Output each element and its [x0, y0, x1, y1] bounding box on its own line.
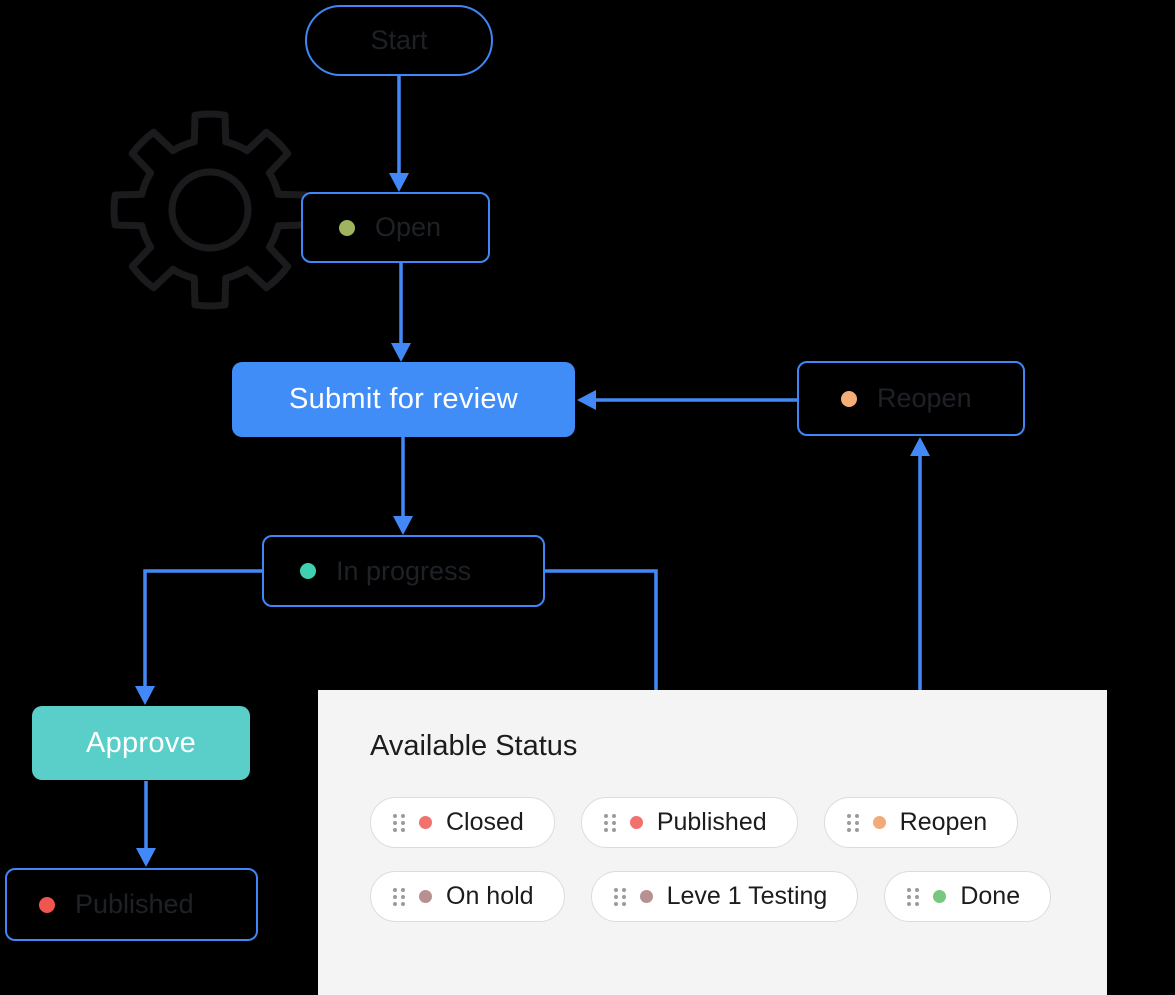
status-dot	[933, 890, 947, 903]
drag-handle-icon[interactable]	[393, 813, 405, 832]
chip-label: Published	[656, 808, 767, 836]
node-in-progress[interactable]: In progress	[262, 535, 545, 607]
drag-handle-icon[interactable]	[846, 813, 859, 832]
drag-handle-icon[interactable]	[907, 887, 920, 906]
drag-handle-icon[interactable]	[393, 887, 405, 906]
node-label: Approve	[85, 726, 197, 759]
node-published[interactable]: Published	[5, 868, 258, 941]
drag-handle-icon[interactable]	[613, 887, 626, 906]
status-dot	[419, 890, 432, 903]
status-dot	[841, 390, 857, 407]
panel-title: Available Status	[370, 730, 578, 762]
status-dot	[419, 816, 432, 829]
node-label: Published	[75, 889, 194, 919]
node-label: Open	[375, 212, 442, 242]
chip-label: On hold	[446, 882, 534, 910]
node-approve[interactable]: Approve	[32, 706, 250, 780]
node-reopen[interactable]: Reopen	[797, 361, 1025, 436]
chip-label: Reopen	[899, 808, 988, 836]
status-chip-reopen[interactable]: Reopen	[823, 797, 1019, 848]
drag-handle-icon[interactable]	[603, 813, 616, 832]
status-chip-closed[interactable]: Closed	[370, 797, 555, 848]
node-label: In progress	[336, 555, 472, 586]
status-chip-published[interactable]: Published	[580, 797, 798, 848]
chip-row: On hold Leve 1 Testing Done	[370, 871, 1107, 922]
available-status-panel: Available Status Closed Published Reopen	[318, 690, 1107, 995]
status-dot	[39, 896, 55, 913]
node-label: Reopen	[877, 383, 972, 413]
node-open[interactable]: Open	[301, 192, 490, 263]
chip-label: Done	[960, 882, 1021, 910]
status-dot	[629, 816, 643, 829]
node-label: Start	[370, 25, 428, 55]
status-dot	[639, 890, 653, 903]
status-chip-on-hold[interactable]: On hold	[370, 871, 565, 922]
node-label: Submit for review	[288, 383, 519, 415]
node-start[interactable]: Start	[305, 5, 493, 76]
chip-label: Closed	[446, 808, 524, 836]
status-chip-done[interactable]: Done	[884, 871, 1052, 922]
chip-row: Closed Published Reopen	[370, 797, 1107, 848]
status-dot	[339, 219, 355, 236]
chip-label: Leve 1 Testing	[666, 882, 828, 910]
node-submit-for-review[interactable]: Submit for review	[232, 362, 575, 437]
status-dot	[300, 563, 316, 579]
status-dot	[872, 816, 886, 829]
status-chip-leve-1-testing[interactable]: Leve 1 Testing	[590, 871, 859, 922]
